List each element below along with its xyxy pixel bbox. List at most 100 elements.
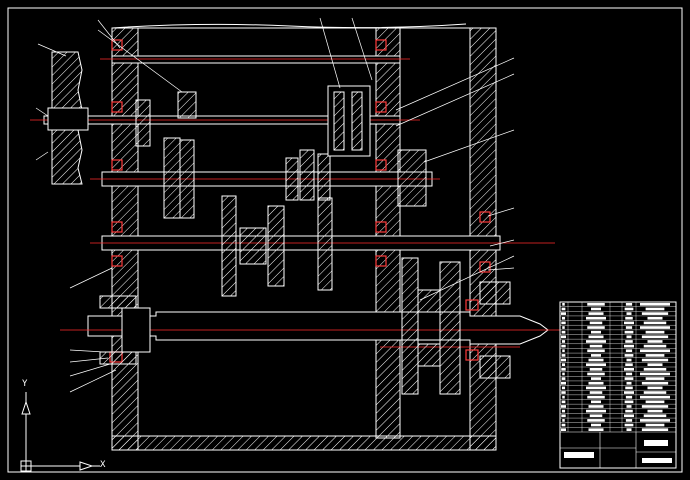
bearing-cap <box>121 307 151 353</box>
gear-k[interactable] <box>239 227 267 265</box>
title-block-cell-text <box>561 354 566 357</box>
title-block-cell-text <box>645 377 665 380</box>
title-block-cell-text <box>625 386 633 390</box>
gear-b[interactable] <box>135 99 151 147</box>
gear-l[interactable] <box>401 257 419 395</box>
title-block-cell-text <box>640 372 670 376</box>
title-block-cell-text <box>562 419 565 422</box>
gear-c[interactable] <box>163 137 181 219</box>
title-block-cell-text <box>625 326 633 329</box>
bearing <box>111 39 123 51</box>
bearing <box>375 159 387 171</box>
title-block-cell-text <box>641 358 669 362</box>
gear-j[interactable] <box>317 197 333 291</box>
title-block-cell-text <box>561 312 566 315</box>
title-block-cell-text <box>561 428 566 431</box>
ucs-icon[interactable] <box>20 392 100 472</box>
title-block-cell-text <box>624 368 634 371</box>
front-bearing-housing[interactable] <box>99 281 511 379</box>
title-block[interactable] <box>559 301 677 469</box>
bearing <box>375 101 387 113</box>
title-block-cell-text <box>624 423 634 427</box>
gear-f[interactable] <box>299 149 315 201</box>
title-block-cell-text <box>591 423 601 427</box>
gear-m[interactable] <box>439 261 461 395</box>
title-block-cell-text <box>587 419 605 422</box>
title-block-cell-text <box>562 349 565 353</box>
belt-pulley[interactable] <box>47 51 89 185</box>
title-block-cell-text <box>589 344 603 348</box>
title-block-cell-text <box>641 312 669 315</box>
title-block-cell-text <box>625 363 633 366</box>
title-block-cell-text <box>588 428 604 431</box>
title-block-cell-text <box>645 400 665 404</box>
bearing <box>465 299 479 311</box>
gear-h[interactable] <box>221 195 237 297</box>
title-block-cell-text <box>591 330 601 334</box>
gear-a[interactable] <box>177 91 197 119</box>
title-block-cell-text <box>586 363 606 366</box>
title-block-cell-text <box>647 363 663 366</box>
title-block-cell-text <box>643 368 667 371</box>
title-block-cell-text <box>561 344 566 348</box>
title-block-frame <box>559 301 677 469</box>
title-block-cell-text <box>587 303 605 306</box>
gear-e[interactable] <box>285 157 299 201</box>
title-block-cell-text <box>643 391 667 394</box>
housing-middle-wall <box>375 27 401 439</box>
title-block-cell-text <box>624 330 634 334</box>
title-block-cell-text <box>625 316 633 320</box>
title-block-cell-text <box>624 354 634 357</box>
gear-o[interactable] <box>417 343 441 367</box>
drawing-border <box>7 7 683 473</box>
flange-bottom <box>99 351 137 365</box>
title-block-cell-text <box>625 372 633 376</box>
title-block-cell-text <box>624 391 634 394</box>
title-block-cell-text <box>562 395 565 399</box>
pulley-hub <box>47 107 89 131</box>
title-block-cell-text <box>640 419 670 422</box>
title-block-cell-text <box>645 330 665 334</box>
title-block-cell-text <box>624 400 634 404</box>
title-block-cell-text <box>626 358 632 362</box>
title-block-cell-text <box>587 395 605 399</box>
title-block-cell-text <box>640 349 670 353</box>
gears[interactable] <box>135 91 461 395</box>
housing-inner-outline <box>137 27 471 437</box>
title-block-cell-text <box>561 340 566 343</box>
title-block-cell-text <box>562 303 565 306</box>
title-block-cell-text <box>561 386 566 390</box>
title-block-cell-text <box>645 307 665 311</box>
housing-bottom <box>111 435 497 451</box>
title-block-cell-text <box>626 312 632 315</box>
title-block-label <box>642 458 672 463</box>
title-block-cell-text <box>562 326 565 329</box>
gear-d[interactable] <box>179 139 195 219</box>
title-block-cell-text <box>589 321 603 325</box>
title-block-cell-text <box>640 395 670 399</box>
title-block-cell-text <box>589 368 603 371</box>
title-block-cell-text <box>626 428 632 431</box>
title-block-cell-text <box>624 344 634 348</box>
shaft-1[interactable] <box>111 55 401 64</box>
clutch-assembly[interactable] <box>327 85 427 207</box>
title-block-cell-text <box>647 340 663 343</box>
gear-g[interactable] <box>317 153 331 201</box>
title-block-cell-text <box>561 381 566 385</box>
title-block-cell-text <box>643 414 667 418</box>
gear-i[interactable] <box>267 205 285 287</box>
rear-flange-top <box>479 281 511 305</box>
title-block-cell-text <box>589 414 603 418</box>
title-block-cell-text <box>640 303 670 306</box>
bearing <box>375 255 387 267</box>
title-block-cell-text <box>562 372 565 376</box>
flange-top <box>99 295 137 309</box>
main-spindle[interactable] <box>87 311 549 345</box>
title-block-cell-text <box>561 414 566 418</box>
clutch-plate-2 <box>351 91 363 151</box>
title-block-cell-text <box>641 405 669 408</box>
title-block-cell-text <box>588 381 604 385</box>
gear-n[interactable] <box>417 289 441 313</box>
